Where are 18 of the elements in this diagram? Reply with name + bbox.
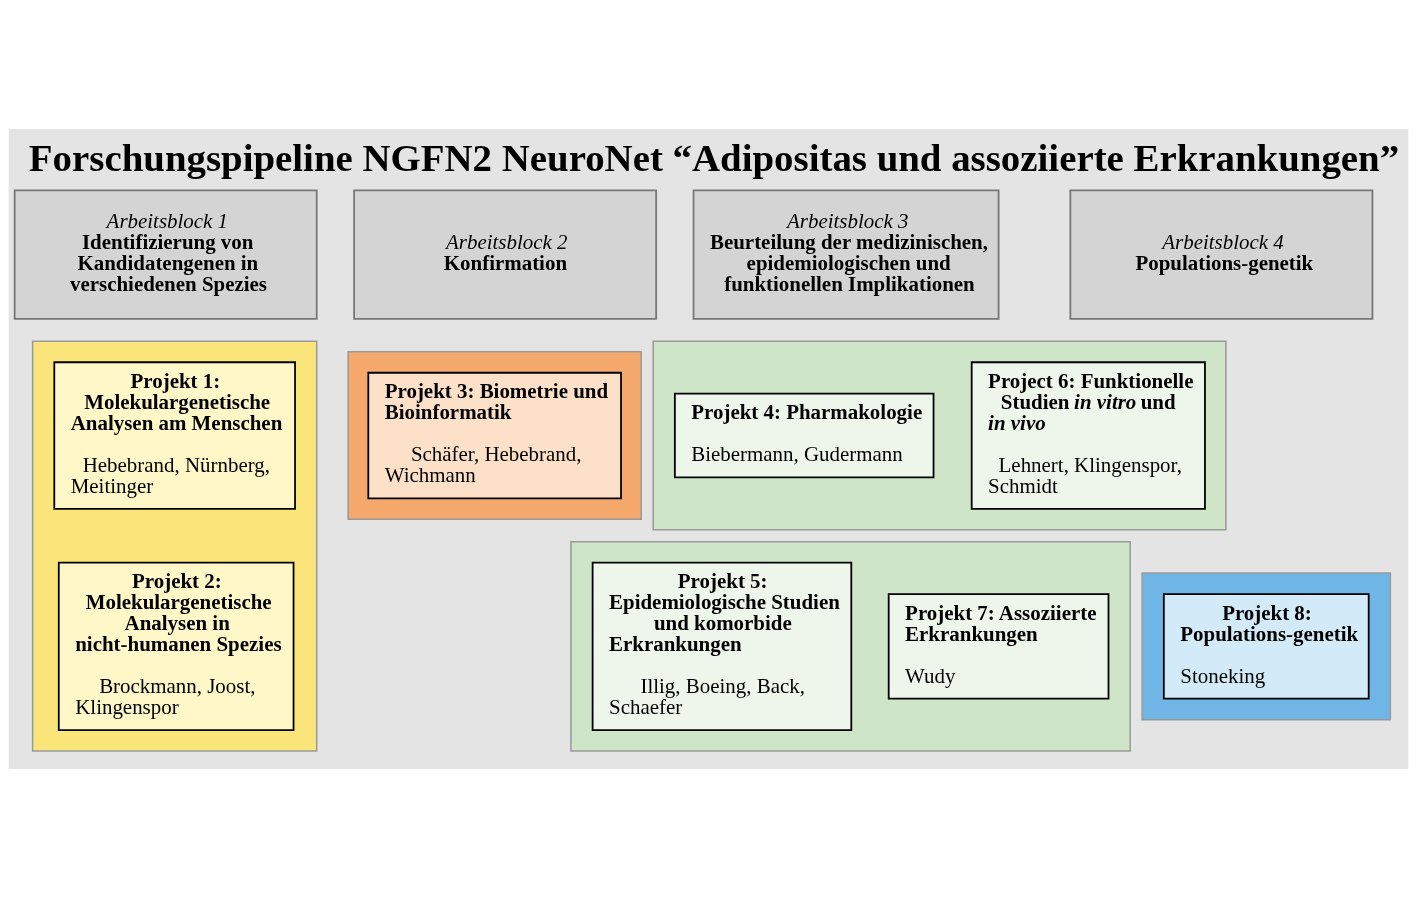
cluster (31, 340, 318, 752)
node-box: Projekt 1: Molekulargenetische Analysen am Menschen Hebebrand, Nürnberg, Meitinger (53, 360, 296, 510)
cluster (1141, 571, 1392, 720)
node-box: Projekt 3: Biometrie und Bioinformatik Schäfer, Hebebrand, Wichmann (367, 371, 622, 499)
node-box: Arbeitsblock 4 Populations-genetik (1069, 188, 1374, 320)
node-box: Arbeitsblock 3 Beurteilung der medizinischen, epidemiologischen und funktionellen Implikationen (692, 188, 1000, 320)
node-box: Project 6: Funktionelle Studien in vitro und in vivo Lehnert, Klingenspor, Schmidt (970, 360, 1206, 510)
cluster (652, 340, 1227, 530)
node-box: Projekt 7: Assoziierte Erkrankungen Wudy (887, 592, 1110, 700)
node-box: Projekt 2: Molekulargenetische Analysen in nicht-humanen Spezies Brockmann, Joost, Klingenspor (57, 561, 295, 731)
cluster (570, 540, 1131, 752)
cluster (347, 350, 642, 520)
node-box: Arbeitsblock 2 Konfirmation (353, 188, 658, 320)
node-box: Projekt 5: Epidemiologische Studien und komorbide Erkrankungen Illig, Boeing, Back, Schaefer (591, 561, 853, 731)
node-box: Projekt 4: Pharmakologie Biebermann, Gudermann (673, 392, 935, 478)
node-box: Arbeitsblock 1 Identifizierung von Kandidatengenen in verschiedenen Spezies (13, 188, 318, 320)
node-box: Projekt 8: Populations-genetik Stoneking (1162, 592, 1370, 700)
diagram-title: Forschungspipeline NGFN2 NeuroNet “Adipositas und assoziierte Erkrankungen” (28, 135, 1400, 179)
